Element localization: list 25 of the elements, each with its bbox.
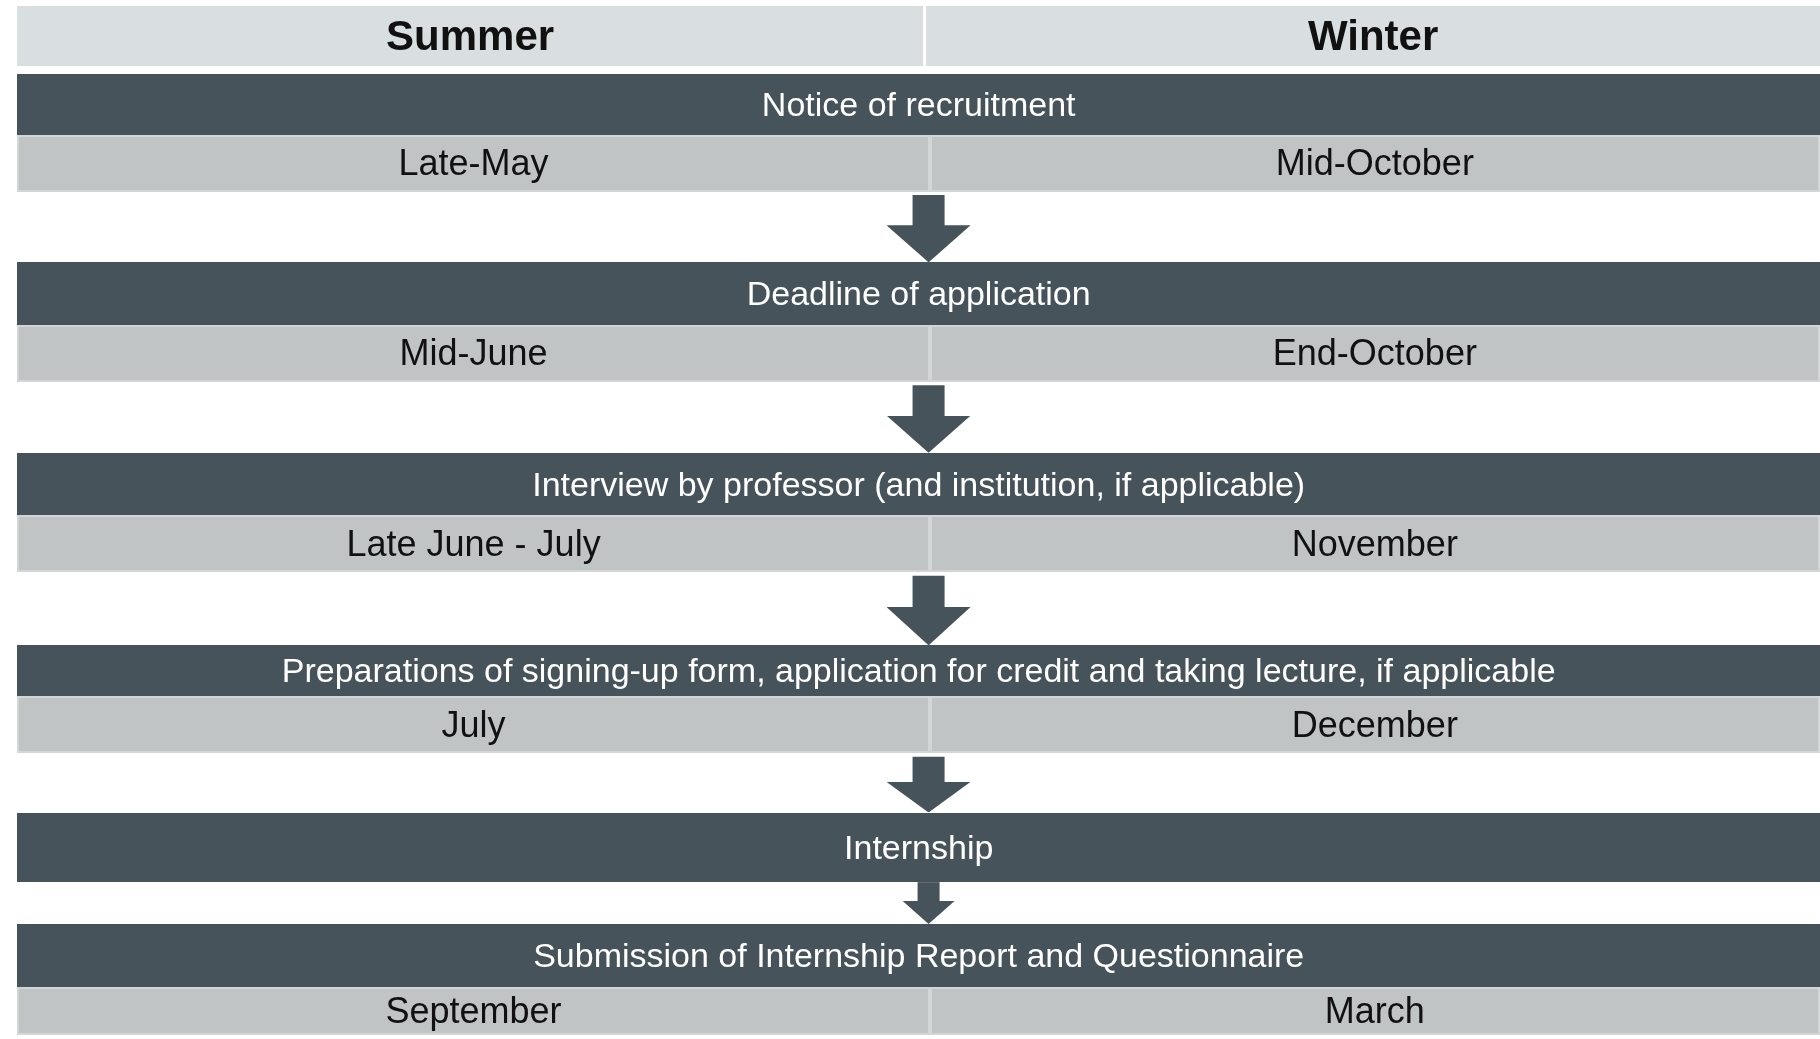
stage-title: Notice of recruitment [760, 83, 1077, 125]
arrow [886, 575, 971, 646]
stage-title: Preparations of signing-up form, application for credit and taking lecture, if applicable [280, 650, 1557, 692]
date-cell: December [929, 696, 1820, 754]
arrow [886, 195, 971, 263]
date-cell: Mid-October [929, 134, 1820, 192]
stage-title: Deadline of application [745, 273, 1092, 315]
date-cell: March [929, 986, 1820, 1036]
date-cell: July [17, 696, 930, 754]
stage-title: Internship [843, 826, 995, 868]
date-cell: Late June - July [17, 515, 930, 573]
arrow [886, 756, 971, 813]
date-cell: Late-May [17, 134, 930, 192]
stage-title: Interview by professor (and institution, if applicable) [531, 463, 1307, 505]
date-cell: Mid-June [17, 325, 930, 382]
date-cell: November [929, 515, 1820, 573]
stage-title: Submission of Internship Report and Questionnaire [532, 934, 1306, 976]
stage-block [17, 812, 1820, 883]
arrow [886, 385, 971, 453]
date-cell: End-October [929, 325, 1820, 382]
column-header: Summer [17, 5, 923, 67]
column-header: Winter [926, 5, 1820, 67]
stage-block [17, 74, 1820, 195]
date-cell: September [17, 986, 930, 1036]
arrow [902, 882, 955, 924]
